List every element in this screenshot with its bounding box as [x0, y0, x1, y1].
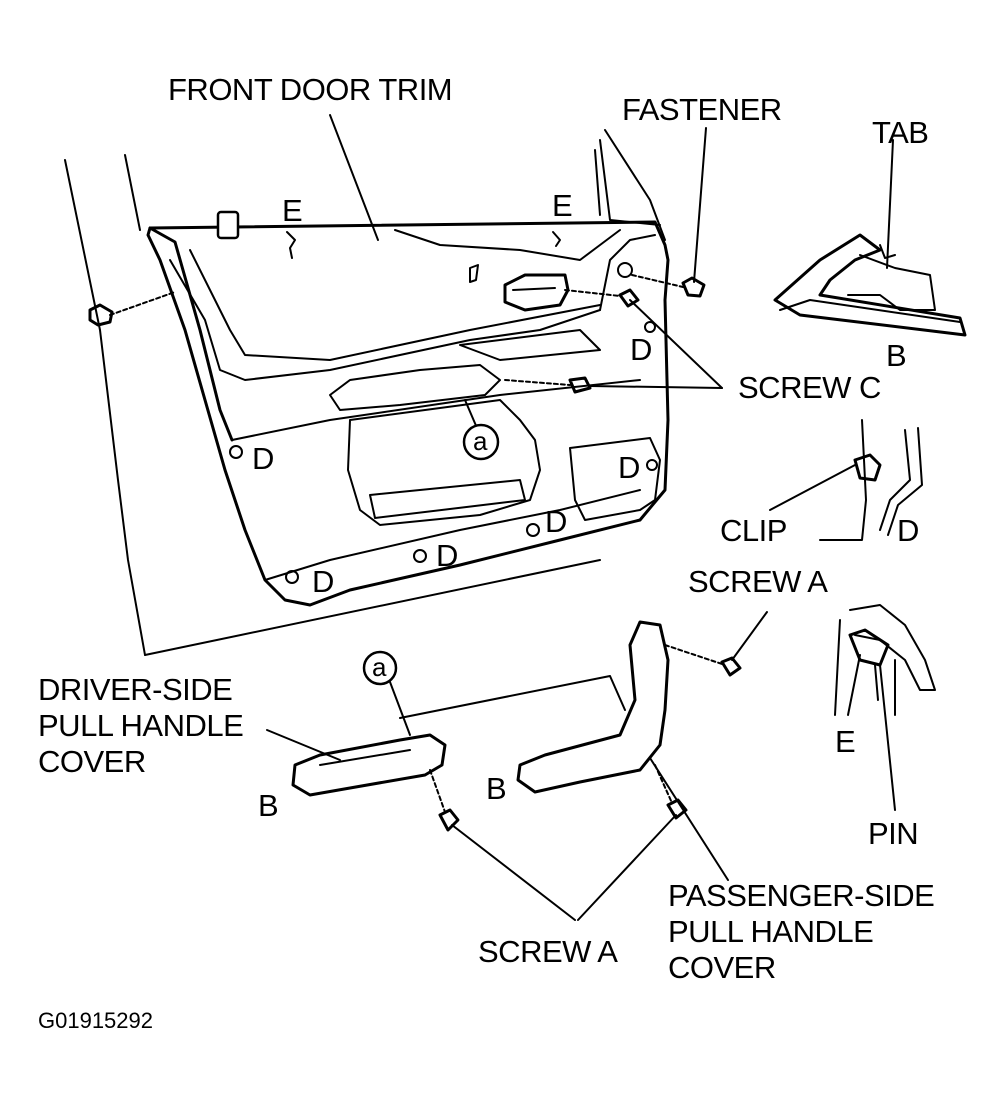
- label-pin: PIN: [868, 816, 919, 851]
- clip-detail: [769, 419, 923, 541]
- letter-a-cover: a: [372, 652, 386, 682]
- trim-panel: [146, 210, 670, 607]
- letter-d-left: D: [252, 441, 274, 476]
- label-passenger-side-cover: PASSENGER-SIDE PULL HANDLE COVER: [668, 878, 935, 985]
- label-screw-c: SCREW C: [738, 370, 881, 405]
- label-screw-a-bottom: SCREW A: [478, 934, 618, 969]
- label-front-door-trim: FRONT DOOR TRIM: [168, 72, 453, 107]
- letter-d-bottom-mid: D: [436, 538, 458, 573]
- letter-e-pin: E: [835, 724, 856, 759]
- letter-d-bottom-right: D: [545, 504, 567, 539]
- panel-ref-a: [462, 399, 500, 461]
- left-fastener: [88, 291, 176, 327]
- passenger-side-pull-handle-cover: [399, 611, 768, 881]
- front-door-trim-leader: [329, 114, 379, 241]
- letter-d-right: D: [618, 450, 640, 485]
- driver-side-pull-handle-cover: [266, 650, 460, 832]
- screw-c: [504, 288, 723, 394]
- letter-b-driver: B: [258, 788, 279, 823]
- right-fastener: [631, 127, 707, 298]
- label-screw-a-top: SCREW A: [688, 564, 828, 599]
- clip-holes: [229, 321, 658, 584]
- label-fastener: FASTENER: [622, 92, 782, 127]
- letter-e-top-right: E: [552, 188, 573, 223]
- letter-d-bottom-left: D: [312, 564, 334, 599]
- tab-detail: [773, 139, 967, 337]
- letter-e-top-left: E: [282, 193, 303, 228]
- door-frame: [64, 129, 666, 656]
- letter-d-upper-right: D: [630, 332, 652, 367]
- label-driver-side-cover: DRIVER-SIDE PULL HANDLE COVER: [38, 672, 244, 779]
- label-clip: CLIP: [720, 513, 787, 548]
- letter-a-panel: a: [473, 426, 487, 456]
- label-tab: TAB: [872, 115, 929, 150]
- letter-d-clip: D: [897, 513, 919, 548]
- screw-a-leaders: [451, 814, 677, 921]
- pin-detail: [834, 604, 936, 811]
- letter-b-tab: B: [886, 338, 907, 373]
- figure-code: G01915292: [38, 1008, 153, 1033]
- letter-b-passenger: B: [486, 771, 507, 806]
